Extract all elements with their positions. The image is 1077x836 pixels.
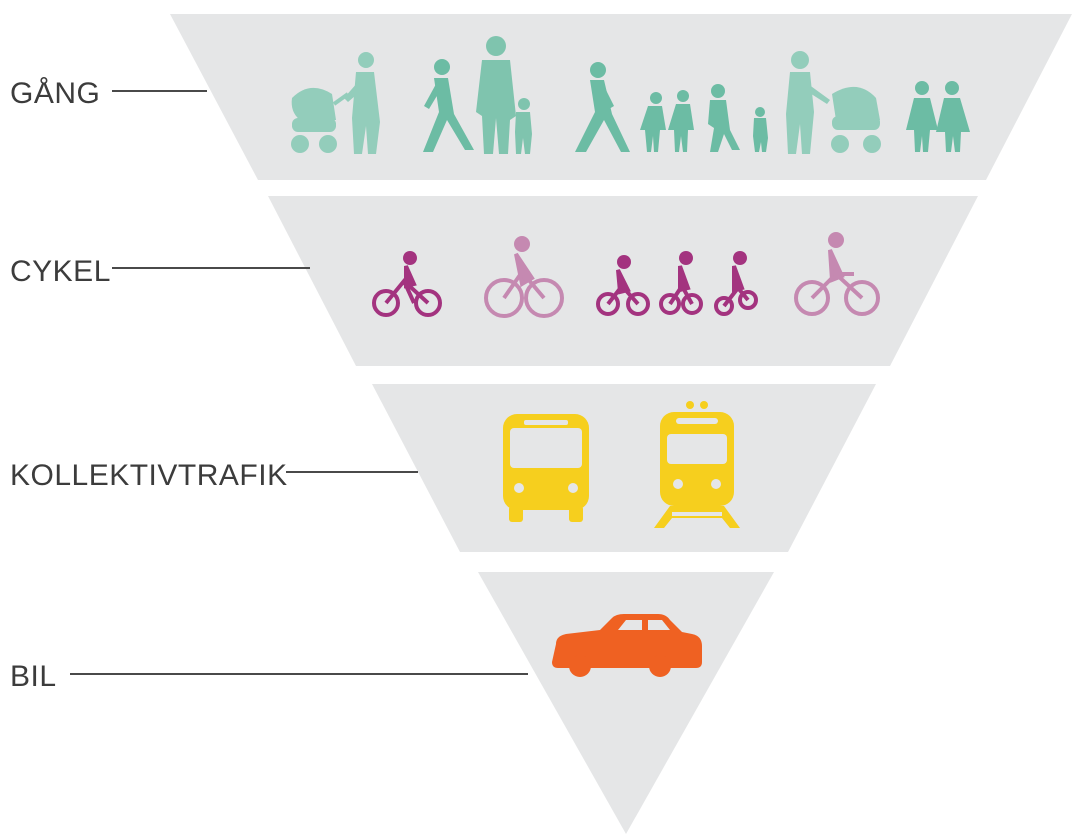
child-cyclist-icon <box>596 255 650 316</box>
adult-cyclist-icon <box>484 236 564 318</box>
children-group-icon <box>640 84 768 152</box>
two-children-icon <box>906 81 970 152</box>
tier-walk-label: GÅNG <box>10 77 100 110</box>
pedestrians-icon <box>291 36 970 154</box>
adult-pushing-icon <box>344 52 380 154</box>
child-cyclist-icon <box>372 251 442 317</box>
tier-car-band <box>478 572 774 834</box>
child-cyclist-icon <box>714 251 758 316</box>
walking-person-icon <box>423 59 474 152</box>
train-icon <box>654 401 740 528</box>
cyclists-icon <box>372 232 880 318</box>
adult-pushing-icon <box>786 51 830 154</box>
walking-person-icon <box>575 62 630 152</box>
tier-transit-label: KOLLEKTIVTRAFIK <box>10 459 288 492</box>
tier-transit: KOLLEKTIVTRAFIK <box>10 384 876 552</box>
tier-car-label: BIL <box>10 660 57 693</box>
stroller-icon <box>831 86 881 153</box>
tier-car: BIL <box>10 572 774 834</box>
child-cyclist-icon <box>659 251 703 315</box>
adult-with-child-icon <box>476 36 532 154</box>
tier-walk: GÅNG <box>10 14 1072 180</box>
tier-bike-label: CYKEL <box>10 255 111 288</box>
bus-icon <box>503 414 589 522</box>
tier-transit-band <box>372 384 876 552</box>
car-icon <box>552 614 702 677</box>
tier-bike: CYKEL <box>10 196 978 366</box>
stroller-icon <box>291 87 350 153</box>
adult-cyclist-icon <box>794 232 880 316</box>
bus-and-train-icon <box>503 401 740 528</box>
